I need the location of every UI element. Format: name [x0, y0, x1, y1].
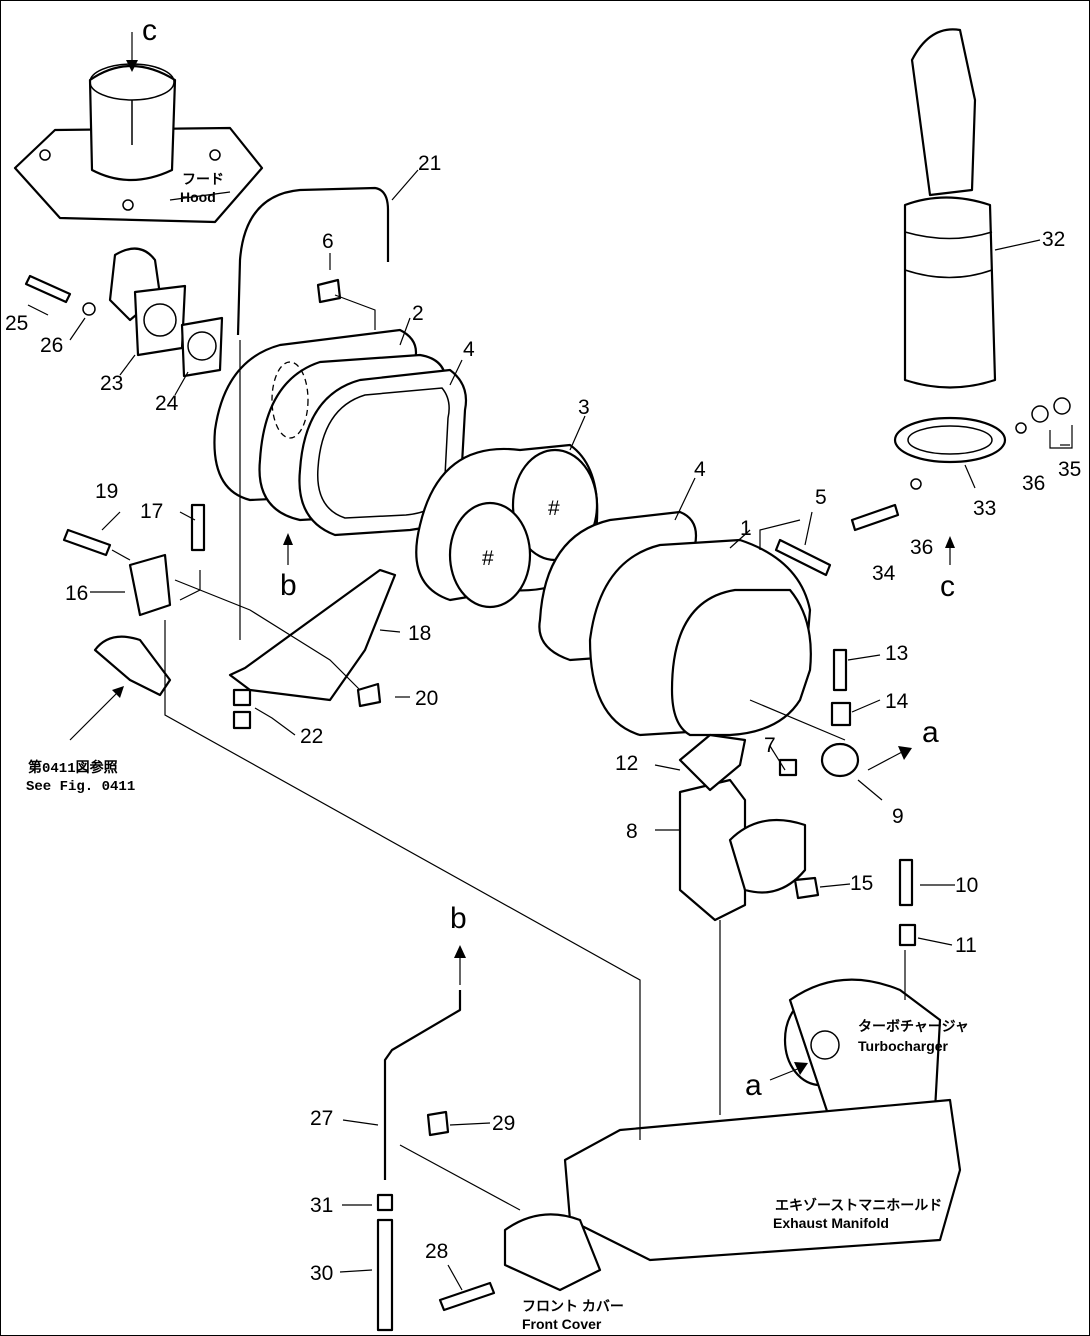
- element-mark: #: [548, 497, 560, 520]
- callout-6: 6: [322, 230, 334, 253]
- pipe-21: [236, 186, 390, 336]
- callout-2: 2: [412, 302, 424, 325]
- callout-13: 13: [885, 642, 908, 665]
- callout-24: 24: [155, 392, 179, 415]
- callout-33: 33: [973, 497, 996, 520]
- callout-15: 15: [850, 872, 873, 895]
- callout-23: 23: [100, 372, 123, 395]
- callout-27: 27: [310, 1107, 333, 1130]
- marker-a: a: [745, 1069, 762, 1102]
- callout-34: 34: [872, 562, 896, 585]
- callout-1: 1: [740, 517, 752, 540]
- callout-11: 11: [955, 934, 977, 957]
- fasteners: [62, 278, 1071, 1312]
- see-fig-label-jp: 第0411図参照: [28, 759, 118, 777]
- callout-4: 4: [694, 458, 706, 481]
- text-labels: フード Hood 第0411図参照 See Fig. 0411 ターボチャージャ…: [26, 171, 969, 1332]
- elbow-and-gasket: [24, 247, 224, 378]
- callout-16: 16: [65, 582, 88, 605]
- cover-1: [588, 538, 812, 737]
- callout-36: 36: [1022, 472, 1045, 495]
- front-cover-label-jp: フロント カバー: [522, 1298, 624, 1314]
- filter-element-3: # #: [415, 443, 599, 609]
- callout-12: 12: [615, 752, 638, 775]
- callout-31: 31: [310, 1194, 333, 1217]
- exhaust-manifold-label-en: Exhaust Manifold: [773, 1215, 889, 1231]
- callout-22: 22: [300, 725, 323, 748]
- hood: [13, 32, 264, 224]
- callout-8: 8: [626, 820, 638, 843]
- callout-26: 26: [40, 334, 63, 357]
- leader-lines: [27, 169, 1073, 1291]
- callout-7: 7: [764, 734, 776, 757]
- callout-30: 30: [310, 1262, 333, 1285]
- ring-9: [820, 742, 860, 778]
- hood-label-jp: フード: [182, 171, 224, 187]
- marker-c: c: [940, 570, 955, 603]
- exhaust-manifold: [563, 1098, 962, 1262]
- callout-17: 17: [140, 500, 163, 523]
- turbocharger-label-jp: ターボチャージャ: [858, 1018, 969, 1034]
- callout-14: 14: [885, 690, 909, 713]
- marker-a: a: [922, 716, 939, 749]
- callout-25: 25: [5, 312, 28, 335]
- gasket-12: [678, 733, 747, 792]
- pipe-30: [376, 1218, 394, 1332]
- hood-label-en: Hood: [180, 189, 216, 205]
- turbocharger: [783, 978, 942, 1130]
- callout-19: 19: [95, 480, 118, 503]
- callout-20: 20: [415, 687, 438, 710]
- callout-3: 3: [578, 396, 590, 419]
- callout-36: 36: [910, 536, 933, 559]
- gasket-4-left: [298, 368, 468, 537]
- callout-10: 10: [955, 874, 978, 897]
- callout-21: 21: [418, 152, 441, 175]
- marker-b: b: [280, 569, 297, 602]
- muffler-32: [903, 28, 997, 389]
- callout-32: 32: [1042, 228, 1065, 251]
- bracket-18: [228, 568, 397, 702]
- front-cover: [503, 1213, 602, 1292]
- callout-29: 29: [492, 1112, 515, 1135]
- bracket-16: [128, 553, 172, 617]
- turbocharger-label-en: Turbocharger: [858, 1038, 949, 1054]
- pipe-27: [383, 990, 462, 1180]
- callout-28: 28: [425, 1240, 448, 1263]
- callout-5: 5: [815, 486, 827, 509]
- front-cover-label-en: Front Cover: [522, 1316, 602, 1332]
- marker-b: b: [450, 902, 467, 935]
- callout-35: 35: [1058, 458, 1081, 481]
- clamp-33: [893, 416, 1007, 464]
- elbow-8: [678, 778, 807, 922]
- element-mark: #: [482, 547, 494, 570]
- clamp-see-fig: [93, 635, 172, 697]
- exhaust-manifold-label-jp: エキゾーストマニホールド: [775, 1197, 942, 1213]
- callout-numbers: 1 2 3 4 4 5 6 7 8 9 10 11 12 13 14 15 16…: [5, 152, 1081, 1285]
- see-fig-label-en: See Fig. 0411: [26, 779, 135, 795]
- callout-9: 9: [892, 805, 904, 828]
- reference-markers: c c b b a a: [142, 14, 955, 1102]
- callout-18: 18: [408, 622, 431, 645]
- callout-4: 4: [463, 338, 475, 361]
- marker-c: c: [142, 14, 157, 47]
